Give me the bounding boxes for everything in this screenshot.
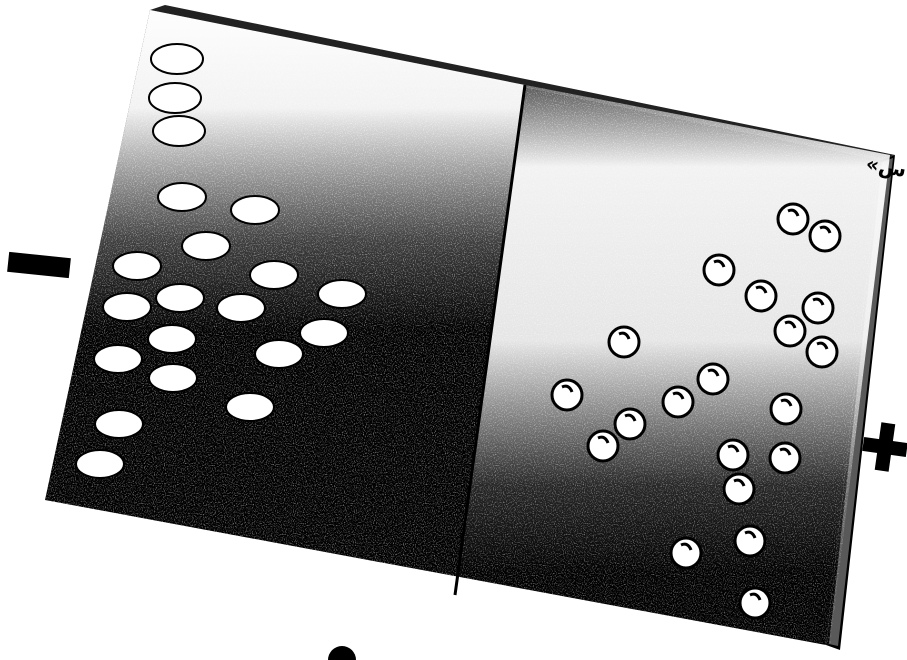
- negative-terminal-icon: [7, 252, 71, 278]
- electron: [158, 183, 206, 211]
- positive-terminal-icon: [862, 422, 907, 471]
- electron: [151, 44, 203, 74]
- partial-circle-fragment: [328, 646, 356, 660]
- electron: [318, 280, 366, 308]
- hole: [810, 221, 840, 251]
- electron: [153, 116, 205, 146]
- electron: [95, 410, 143, 438]
- hole: [663, 387, 693, 417]
- electron: [250, 261, 298, 289]
- hole: [735, 526, 765, 556]
- electron: [226, 393, 274, 421]
- hole: [704, 255, 734, 285]
- hole: [615, 409, 645, 439]
- electron: [217, 294, 265, 322]
- hole: [588, 431, 618, 461]
- electron: [231, 196, 279, 224]
- hole: [807, 337, 837, 367]
- hole: [671, 538, 701, 568]
- hole: [746, 281, 776, 311]
- electron: [113, 252, 161, 280]
- electron: [103, 293, 151, 321]
- electron: [182, 232, 230, 260]
- hole: [778, 204, 808, 234]
- electron: [94, 345, 142, 373]
- hole: [770, 443, 800, 473]
- hole: [698, 364, 728, 394]
- hole: [609, 327, 639, 357]
- electron: [76, 450, 124, 478]
- hole: [740, 588, 770, 618]
- electron: [149, 364, 197, 392]
- hole: [775, 316, 805, 346]
- hole: [718, 440, 748, 470]
- hole: [552, 380, 582, 410]
- hole: [771, 394, 801, 424]
- electron: [156, 284, 204, 312]
- hole: [803, 293, 833, 323]
- electron: [300, 319, 348, 347]
- electron: [148, 325, 196, 353]
- hole: [724, 474, 754, 504]
- electron: [255, 340, 303, 368]
- electron: [149, 83, 201, 113]
